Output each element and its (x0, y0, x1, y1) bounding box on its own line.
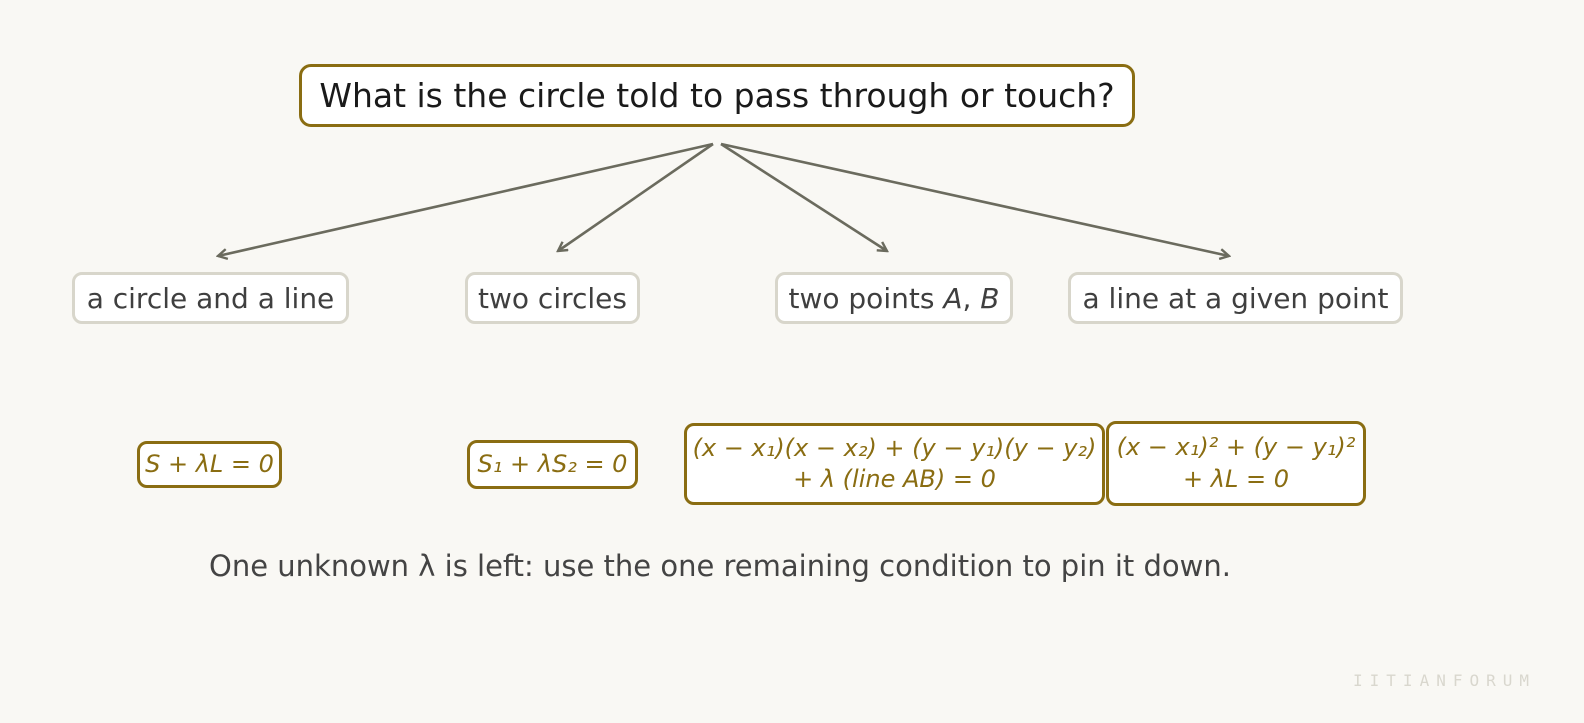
case-label: two points A, B (789, 282, 1000, 315)
formula-text: S + λL = 0 (145, 449, 274, 478)
formula-line-1: (x − x₁)² + (y − y₁)² (1116, 433, 1356, 462)
watermark: IITIANFORUM (1353, 671, 1536, 690)
question-text: What is the circle told to pass through … (319, 76, 1115, 115)
formula-line-2: + λ (line AB) = 0 (793, 465, 996, 493)
case-label: a line at a given point (1082, 281, 1389, 315)
case-label-prefix: two points (788, 281, 944, 315)
formula-line-1: (x − x₁)(x − x₂) + (y − y₁)(y − y₂) (692, 433, 1097, 462)
question-node: What is the circle told to pass through … (299, 64, 1135, 127)
arrow-to-two-circles (558, 142, 714, 251)
formula-line-2: + λL = 0 (1183, 464, 1289, 493)
case-line-at-point: a line at a given point (1068, 272, 1403, 324)
case-label-separator: , (962, 281, 981, 315)
arrow-to-line-at-point (720, 142, 1229, 256)
case-two-points: two points A, B (775, 272, 1013, 324)
formula-circle-and-line: S + λL = 0 (137, 441, 282, 488)
formula-two-points: (x − x₁)(x − x₂) + (y − y₁)(y − y₂) + λ … (684, 423, 1105, 505)
formula-text: S₁ + λS₂ = 0 (477, 449, 628, 478)
arrow-to-two-points (720, 142, 887, 251)
case-two-circles: two circles (465, 272, 640, 324)
point-b: B (980, 281, 1000, 315)
conclusion-note: One unknown λ is left: use the one remai… (209, 549, 1231, 583)
formula-two-circles: S₁ + λS₂ = 0 (467, 440, 638, 489)
arrow-to-circle-and-line (218, 142, 714, 256)
case-label: two circles (478, 281, 627, 315)
point-a: A (943, 281, 963, 315)
formula-line-at-point: (x − x₁)² + (y − y₁)² + λL = 0 (1106, 421, 1366, 506)
case-circle-and-line: a circle and a line (72, 272, 349, 324)
case-label: a circle and a line (86, 281, 335, 315)
